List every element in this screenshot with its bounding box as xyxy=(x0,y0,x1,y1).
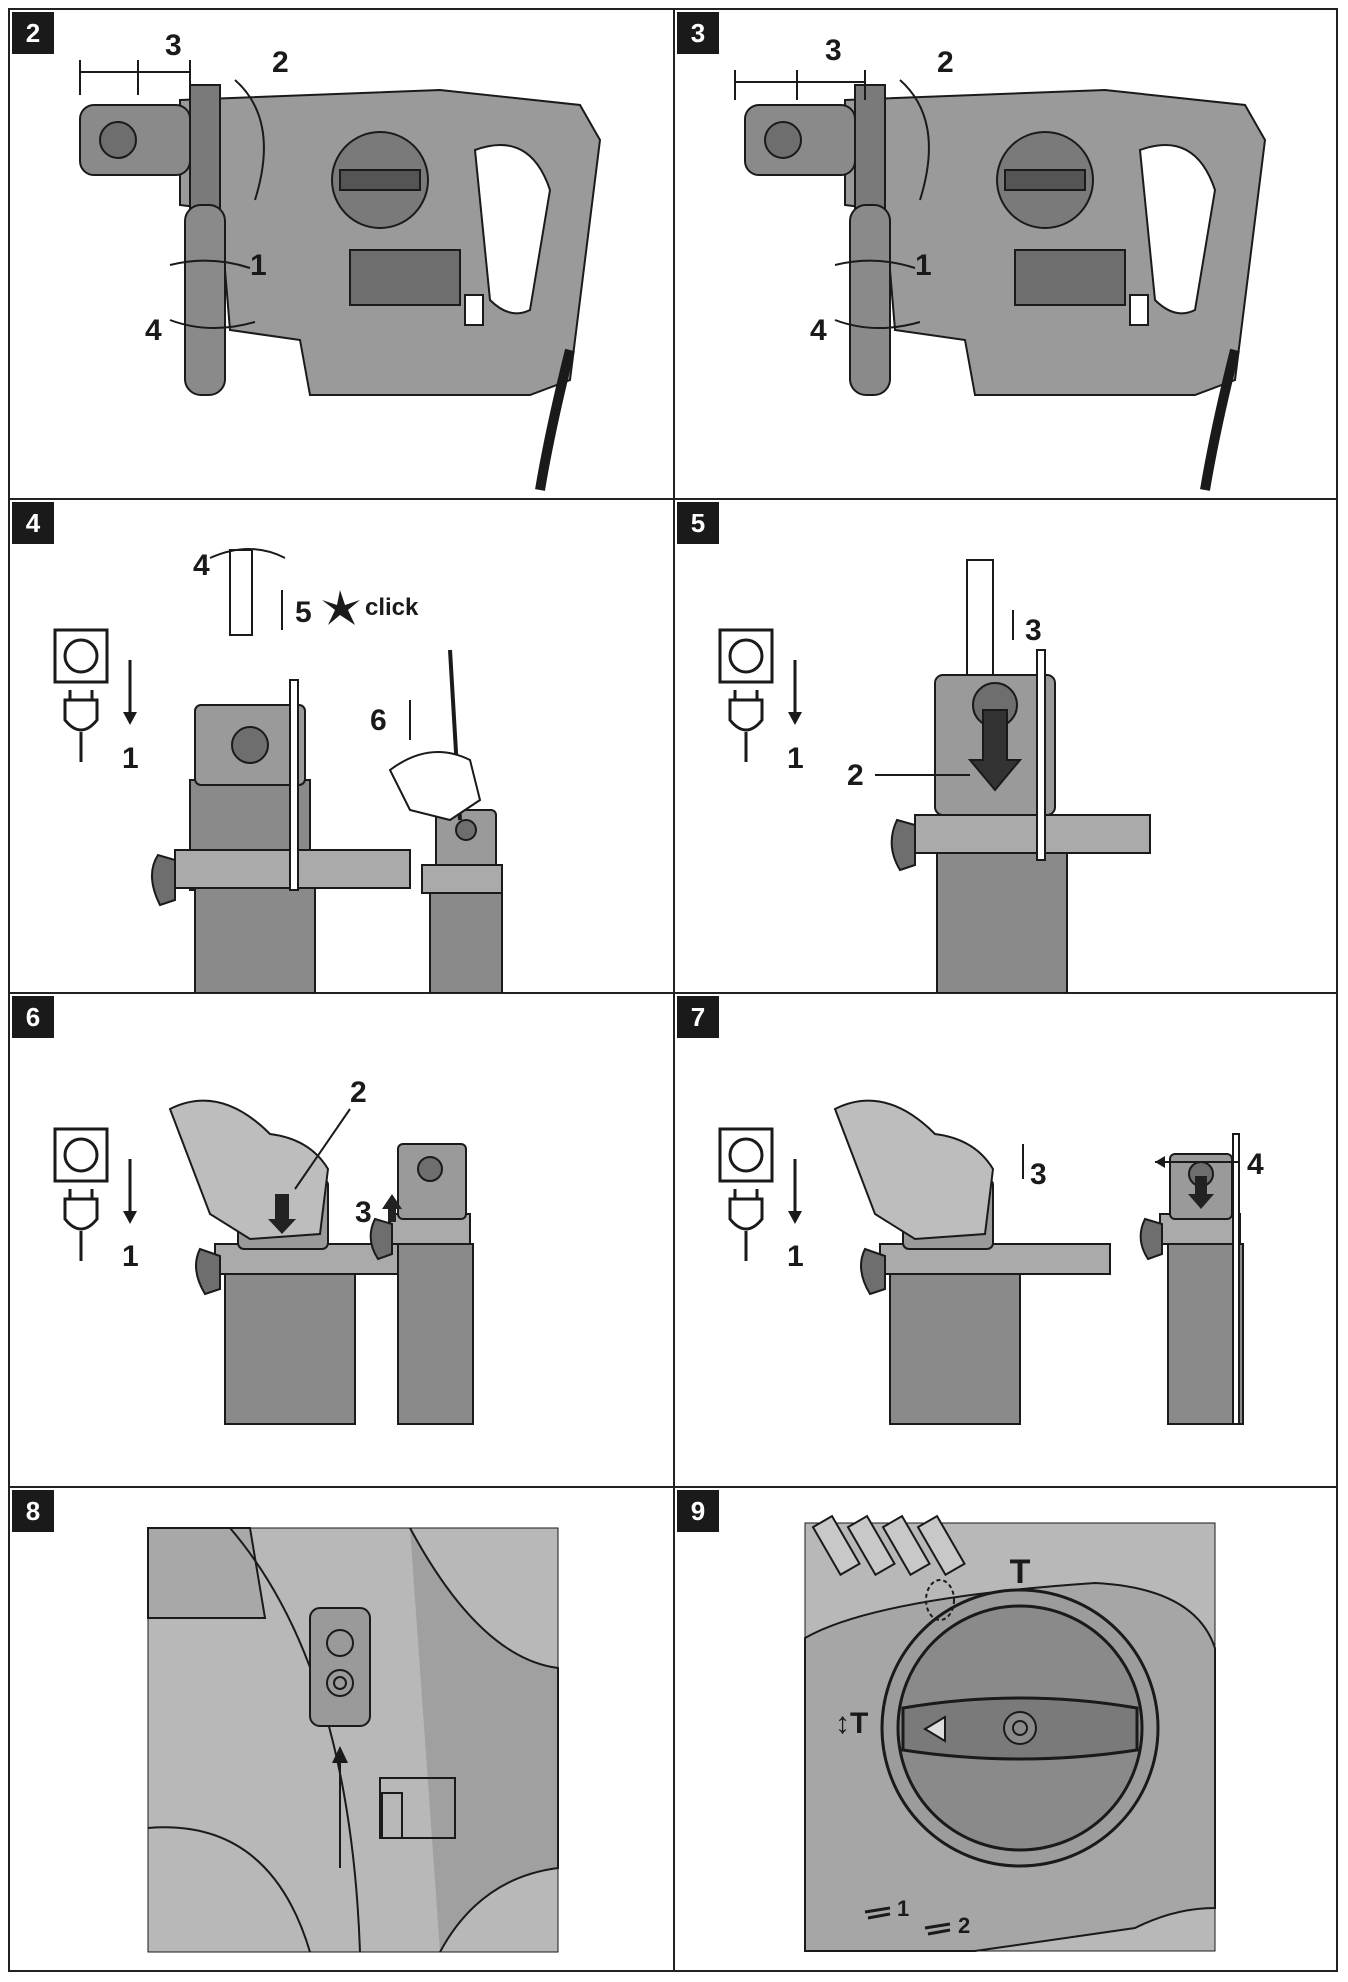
callout-4: 4 xyxy=(1247,1148,1264,1181)
mode-label-chiselling: T xyxy=(1010,1553,1031,1591)
callout-1: 1 xyxy=(787,1240,804,1273)
figure-2-drill-side-handle-illustration: 3 2 1 4 xyxy=(79,29,602,491)
figure-number-badge: 9 xyxy=(677,1490,719,1532)
rotation-icon xyxy=(925,1579,955,1621)
callout-1: 1 xyxy=(915,249,932,282)
figure-3-drill-depth-gauge-illustration: 3 2 1 4 xyxy=(734,34,1267,491)
callout-5: 5 xyxy=(295,596,312,629)
figure-number-badge: 6 xyxy=(12,996,54,1038)
callout-4: 4 xyxy=(810,314,827,347)
unplug-icon xyxy=(53,1127,132,1261)
callout-2: 2 xyxy=(272,46,289,79)
click-spark-icon xyxy=(322,590,360,625)
figure-4-panel: 4 4 5 c xyxy=(10,500,675,993)
callout-2: 2 xyxy=(847,759,864,792)
figure-number-badge: 2 xyxy=(12,12,54,54)
figure-number-badge: 8 xyxy=(12,1490,54,1532)
callout-1: 1 xyxy=(787,742,804,775)
callout-3: 3 xyxy=(825,34,842,67)
callout-2: 2 xyxy=(350,1076,367,1109)
figure-7-locking-sleeve-release-illustration: 3 4 1 xyxy=(718,1099,1264,1425)
mode-label-1: 1 xyxy=(897,1896,909,1921)
callout-1: 1 xyxy=(122,1240,139,1273)
figure-2-panel: 2 3 2 1 4 xyxy=(10,10,675,503)
callout-4: 4 xyxy=(193,549,210,582)
callout-6: 6 xyxy=(370,704,387,737)
mode-label-2: 2 xyxy=(958,1913,970,1938)
row-divider-2 xyxy=(8,992,1338,994)
figure-9-panel: 9 T ↕T 1 2 xyxy=(675,1488,1340,1981)
callout-3: 3 xyxy=(355,1196,372,1229)
unplug-icon xyxy=(718,1127,797,1261)
row-divider-3 xyxy=(8,1486,1338,1488)
figure-3-panel: 3 3 2 1 4 xyxy=(675,10,1340,503)
callout-click: click xyxy=(365,594,419,621)
figure-6-panel: 6 2 3 1 xyxy=(10,994,675,1487)
figure-number-badge: 4 xyxy=(12,502,54,544)
callout-2: 2 xyxy=(937,46,954,79)
figure-5-remove-tool-illustration: 3 2 1 xyxy=(718,559,1151,993)
figure-4-insert-tool-illustration: 4 5 click 6 1 xyxy=(53,548,503,993)
row-divider-1 xyxy=(8,498,1338,500)
figure-7-panel: 7 3 4 1 xyxy=(675,994,1340,1487)
callout-1: 1 xyxy=(250,249,267,282)
figure-9-function-selector-illustration: T ↕T 1 2 xyxy=(804,1514,1216,1952)
column-divider xyxy=(673,8,675,1972)
callout-4: 4 xyxy=(145,314,162,347)
figure-number-badge: 3 xyxy=(677,12,719,54)
figure-8-panel: 8 xyxy=(10,1488,675,1981)
figure-number-badge: 7 xyxy=(677,996,719,1038)
figure-6-locking-sleeve-illustration: 2 3 1 xyxy=(53,1076,474,1425)
unplug-icon xyxy=(718,628,797,762)
figure-5-panel: 5 3 2 1 xyxy=(675,500,1340,993)
callout-3: 3 xyxy=(1025,614,1042,647)
unplug-icon xyxy=(53,628,132,762)
callout-1: 1 xyxy=(122,742,139,775)
figure-number-badge: 5 xyxy=(677,502,719,544)
mode-label-hammer-drilling: ↕T xyxy=(835,1707,868,1740)
callout-3: 3 xyxy=(1030,1158,1047,1191)
figure-8-service-indicator-illustration xyxy=(147,1527,559,1953)
callout-3: 3 xyxy=(165,29,182,62)
